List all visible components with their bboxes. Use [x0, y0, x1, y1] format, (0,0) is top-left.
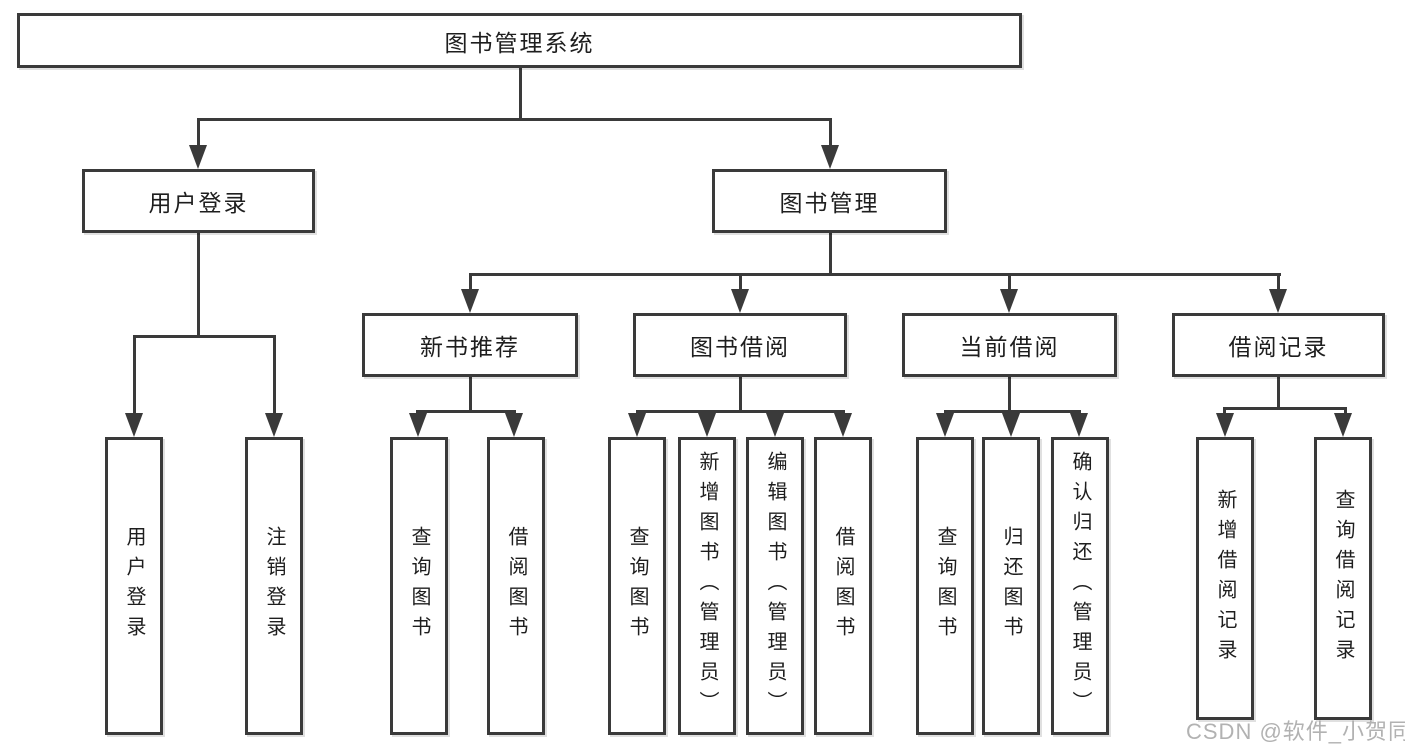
leaf-label: 借阅图书	[832, 526, 854, 646]
connector-line	[469, 273, 472, 295]
connector-line	[197, 118, 832, 121]
connector-line	[1277, 273, 1280, 295]
leaf-query-books-borrow: 查询图书	[608, 437, 666, 735]
arrow-down-icon	[1269, 289, 1287, 313]
leaf-logout: 注销登录	[245, 437, 303, 735]
connector-line	[1277, 377, 1280, 410]
leaf-label: 新增借阅记录	[1214, 488, 1236, 669]
arrow-down-icon	[189, 145, 207, 169]
leaf-label: 编辑图书（管理员）	[764, 451, 786, 721]
connector-line	[469, 377, 472, 413]
arrow-down-icon	[766, 413, 784, 437]
arrow-down-icon	[1002, 413, 1020, 437]
leaf-borrow-books: 借阅图书	[814, 437, 872, 735]
leaf-label: 借阅图书	[505, 526, 527, 646]
leaf-query-books-recommend: 查询图书	[390, 437, 448, 735]
arrow-down-icon	[1216, 413, 1234, 437]
arrow-down-icon	[834, 413, 852, 437]
node-label: 借阅记录	[1228, 334, 1329, 360]
leaf-user-login: 用户登录	[105, 437, 163, 735]
leaf-label: 查询图书	[626, 526, 648, 646]
connector-line	[829, 233, 832, 276]
connector-line	[519, 68, 522, 118]
leaf-label: 新增图书（管理员）	[696, 451, 718, 721]
leaf-confirm-return-admin: 确认归还（管理员）	[1051, 437, 1109, 735]
connector-line	[1008, 377, 1011, 413]
node-label: 用户登录	[148, 190, 249, 216]
arrow-down-icon	[936, 413, 954, 437]
connector-line	[1223, 407, 1347, 410]
connector-line	[829, 118, 832, 152]
arrow-down-icon	[461, 289, 479, 313]
leaf-add-borrow-record: 新增借阅记录	[1196, 437, 1254, 720]
leaf-label: 查询图书	[408, 526, 430, 646]
connector-line	[133, 335, 276, 338]
node-current-borrow: 当前借阅	[902, 313, 1117, 377]
node-label: 新书推荐	[420, 334, 520, 360]
connector-line	[416, 410, 516, 413]
leaf-label: 确认归还（管理员）	[1069, 451, 1091, 721]
leaf-edit-books-admin: 编辑图书（管理员）	[746, 437, 804, 735]
node-label: 图书管理	[779, 190, 880, 216]
arrow-down-icon	[628, 413, 646, 437]
leaf-borrow-books-recommend: 借阅图书	[487, 437, 545, 735]
leaf-label: 查询借阅记录	[1332, 488, 1354, 669]
csdn-watermark: CSDN @软件_小贺同学	[1186, 719, 1405, 744]
node-root-label: 图书管理系统	[444, 29, 595, 56]
arrow-down-icon	[1070, 413, 1088, 437]
leaf-label: 归还图书	[1000, 526, 1022, 646]
node-label: 图书借阅	[690, 334, 790, 360]
node-book-management: 图书管理	[712, 169, 947, 233]
node-book-borrow: 图书借阅	[633, 313, 847, 377]
leaf-label: 注销登录	[263, 526, 285, 646]
node-user-login: 用户登录	[82, 169, 315, 233]
node-borrow-records: 借阅记录	[1172, 313, 1385, 377]
leaf-query-books-current: 查询图书	[916, 437, 974, 735]
node-new-book-recommend: 新书推荐	[362, 313, 578, 377]
node-root: 图书管理系统	[17, 13, 1022, 68]
arrow-down-icon	[1000, 289, 1018, 313]
connector-line	[133, 335, 136, 417]
connector-line	[197, 233, 200, 338]
leaf-label: 用户登录	[123, 526, 145, 646]
connector-line	[197, 118, 200, 152]
connector-line	[739, 377, 742, 413]
leaf-return-books: 归还图书	[982, 437, 1040, 735]
arrow-down-icon	[125, 413, 143, 437]
arrow-down-icon	[821, 145, 839, 169]
connector-line	[273, 335, 276, 417]
arrow-down-icon	[409, 413, 427, 437]
node-label: 当前借阅	[959, 334, 1060, 360]
connector-line	[1008, 273, 1011, 295]
arrow-down-icon	[1334, 413, 1352, 437]
leaf-query-borrow-record: 查询借阅记录	[1314, 437, 1372, 720]
connector-line	[636, 410, 845, 413]
arrow-down-icon	[265, 413, 283, 437]
leaf-label: 查询图书	[934, 526, 956, 646]
connector-line	[469, 273, 1281, 276]
connector-line	[739, 273, 742, 295]
arrow-down-icon	[698, 413, 716, 437]
leaf-add-books-admin: 新增图书（管理员）	[678, 437, 736, 735]
arrow-down-icon	[505, 413, 523, 437]
arrow-down-icon	[731, 289, 749, 313]
